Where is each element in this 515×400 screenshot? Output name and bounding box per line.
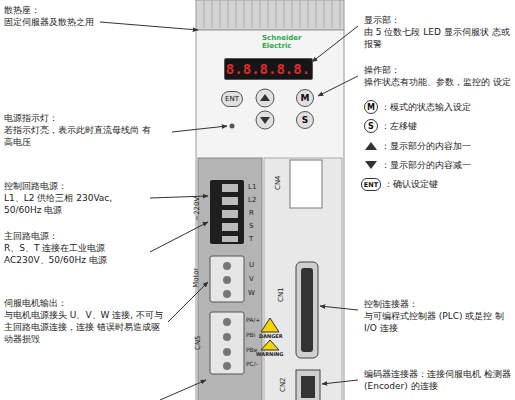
callout-text: R、S、T 连接在工业电源 AC230V、50/60Hz 电源 [4, 242, 144, 266]
terminal-panel [198, 158, 262, 400]
part-label: T [249, 235, 253, 244]
cn1-pins [301, 268, 313, 352]
part-label: W [248, 289, 255, 298]
callout-text: ：显示部分的内容减一 [381, 159, 513, 171]
callout-text: 固定伺服器及散热之用 [4, 16, 174, 28]
shift-button: S [296, 111, 314, 129]
node-text: S [368, 122, 374, 131]
callout-text: 与可编程式控制器 (PLC) 或是控 制 I/O 连接 [364, 310, 512, 334]
part-label: Schneider Electric [262, 35, 310, 50]
part-label: L2 [248, 196, 256, 205]
power-led [230, 124, 235, 129]
callout-text: 编码器连接器：连接伺服电机 检测器 (Encoder) 的连接 [364, 368, 512, 392]
part-label: CN5 [194, 335, 203, 350]
callout-text: 若指示灯亮，表示此时直流母线尚 有高电压 [4, 124, 154, 148]
node-text: ENT [364, 181, 378, 189]
node-text: S [302, 115, 308, 125]
callout-text: ：确认设定键 [384, 178, 512, 190]
key-shift-circle: S [364, 119, 378, 133]
callout-text: 与电机电源接头 U、V、W 连接, 不可与主回路电源连接，连接 错误时易造成驱动… [4, 309, 164, 345]
mode-button: M [296, 89, 314, 107]
led-display: 8.8.8.8.8. [224, 58, 313, 80]
part-label: PBi [246, 331, 255, 339]
callout-text: ：模式的状态输入设定 [381, 101, 513, 113]
callout-text: 操作部： [364, 64, 514, 76]
up-button [256, 89, 274, 107]
motor-terminal-holes [223, 262, 231, 298]
up-triangle [260, 94, 270, 101]
cn4-port [290, 160, 322, 208]
cn2-connector [296, 370, 320, 400]
cn2-socket [301, 376, 315, 398]
ent-button: ENT [221, 91, 243, 107]
part-label: R [249, 209, 254, 218]
part-label: PA/+ [246, 316, 260, 324]
part-label: CN1 [277, 287, 286, 302]
key-down-triangle [365, 161, 377, 169]
regen-terminal-block [210, 312, 244, 374]
callout-text: ：显示部分的内容加一 [381, 140, 513, 152]
callout-text: L1、L2 供给三相 230Vac, 50/60Hz 电源 [4, 192, 136, 216]
heatsink [196, 0, 344, 30]
callout-text: ：左移键 [381, 120, 513, 132]
terminal-screws [222, 184, 238, 242]
node-text: 8.8.8.8.8. [226, 61, 310, 77]
motor-terminal-block [210, 256, 244, 302]
callout-text: 控制连接器： [364, 298, 514, 310]
connector-panel [264, 158, 342, 400]
node-text: M [367, 103, 375, 112]
callout-text: 主回路电源： [4, 230, 174, 242]
regen-terminal-holes [223, 318, 231, 370]
part-label: DANGER [259, 333, 283, 340]
part-label: V [249, 275, 254, 284]
callout-text: 控制回路电源： [4, 180, 174, 192]
node-text: M [301, 93, 310, 103]
control-terminal-block [210, 180, 244, 244]
part-label: L1 [248, 183, 256, 192]
warning-triangle [261, 318, 279, 332]
part-label: ~220V [193, 197, 202, 221]
callout-text: 操作状态有功能、参数，监控的 设定 [364, 76, 512, 88]
down-triangle [260, 117, 270, 124]
callout-text: 由 5 位数七段 LED 显示伺服状 态或报警 [364, 26, 512, 50]
key-mode-circle: M [364, 100, 378, 114]
part-label: Motor [192, 268, 201, 288]
part-label: PBe [246, 346, 257, 354]
callout-text: 显示部： [364, 14, 514, 26]
key-ent-box: ENT [361, 178, 381, 191]
heatsink-fins [204, 0, 340, 28]
callout-text: 散热座： [4, 4, 174, 16]
leader-lines [100, 22, 358, 400]
cn1-connector [296, 262, 318, 358]
part-label: CN4 [274, 175, 283, 190]
part-label: S [249, 222, 253, 231]
part-label: PC/- [246, 360, 258, 368]
key-up-triangle [365, 142, 377, 150]
down-button [256, 111, 274, 129]
part-label: CN2 [279, 377, 288, 392]
part-label: WARNING [256, 351, 283, 358]
callout-text: 伺服电机输出： [4, 297, 174, 309]
part-label: U [249, 261, 254, 270]
callout-text: 电源指示灯： [4, 112, 174, 124]
node-text: ENT [225, 95, 239, 103]
drive-body [196, 30, 344, 400]
warning-triangle [261, 340, 279, 350]
